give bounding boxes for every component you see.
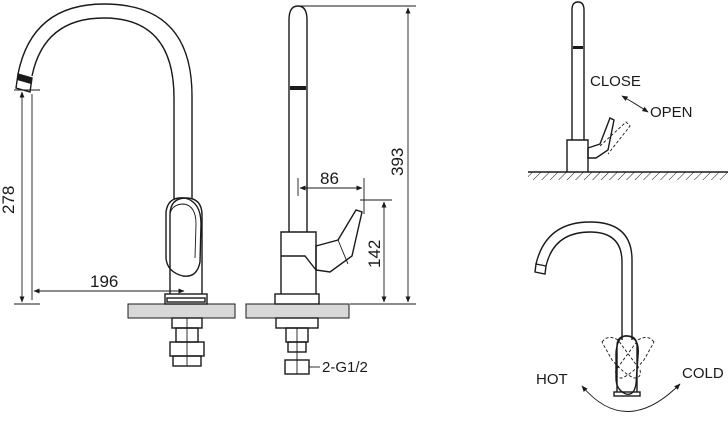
hot-cold-detail	[534, 221, 681, 412]
dimension-278: 278	[0, 186, 18, 214]
dimension-142: 142	[365, 240, 384, 268]
front-view	[14, 3, 236, 367]
dimension-393: 393	[388, 148, 407, 176]
side-countertop	[245, 303, 350, 319]
open-label: OPEN	[650, 104, 693, 121]
dimension-86: 86	[320, 169, 339, 188]
side-view	[245, 5, 416, 375]
hot-label: HOT	[536, 371, 568, 388]
open-close-detail	[528, 1, 728, 180]
cold-label: COLD	[682, 365, 724, 382]
front-countertop	[127, 303, 236, 319]
close-label: CLOSE	[590, 73, 641, 90]
dimension-196: 196	[90, 272, 118, 291]
connection-thread-label: 2-G1/2	[322, 359, 368, 376]
